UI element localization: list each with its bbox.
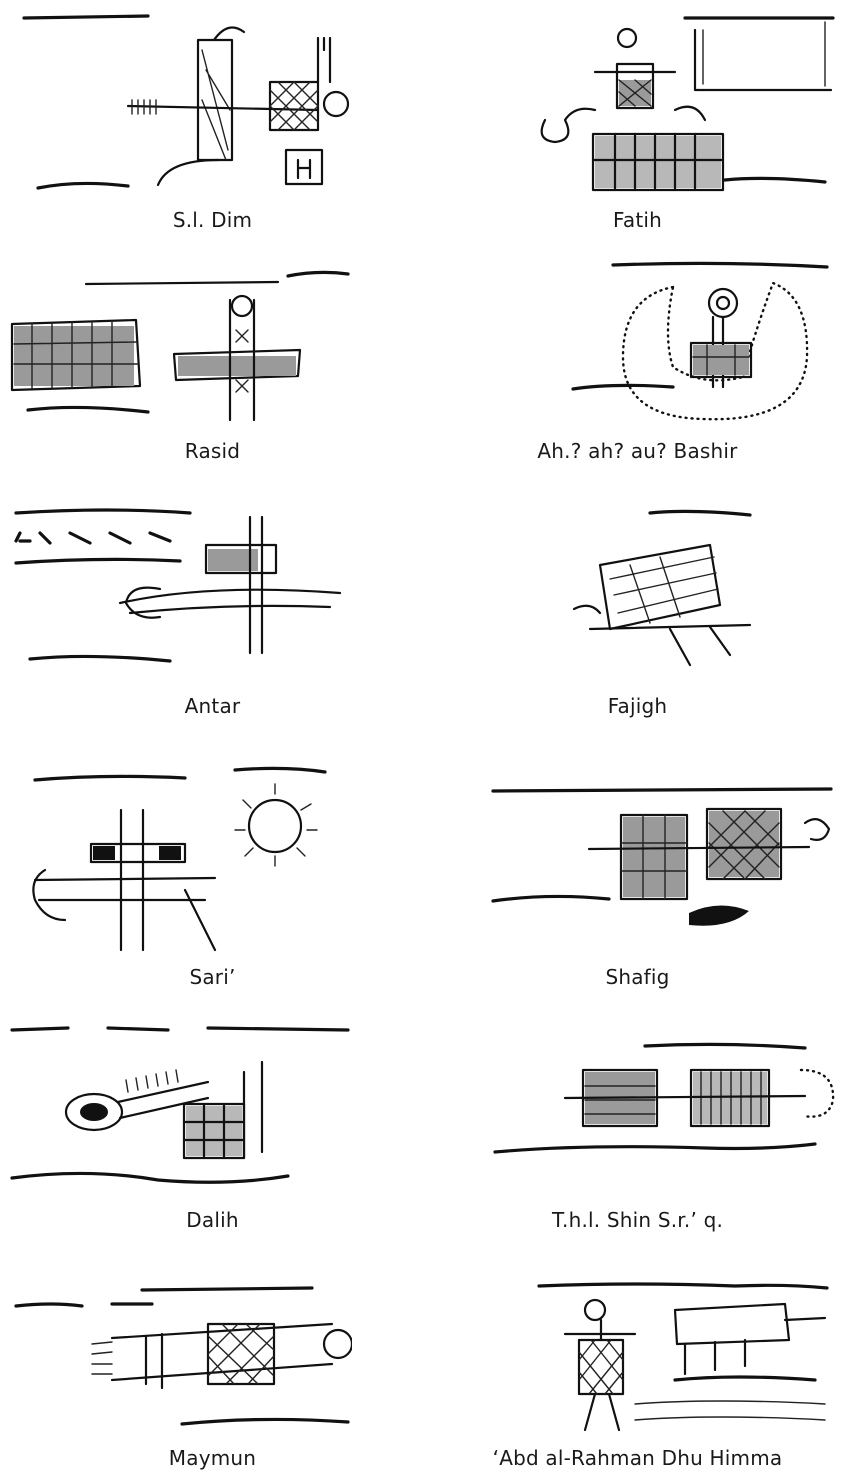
figure-caption: Fatih <box>613 208 662 232</box>
sketch-image <box>18 10 350 200</box>
sketch-drawing <box>571 261 829 421</box>
sketch-image <box>25 760 335 960</box>
sketch-drawing <box>14 508 342 663</box>
sketch-image <box>489 783 835 933</box>
figure-maymun: Maymun <box>0 1240 425 1476</box>
figure-fajigh: Fajigh <box>425 475 850 745</box>
figure-caption: Dalih <box>186 1208 239 1232</box>
figure-sari: Sari’ <box>0 745 425 1000</box>
figure-rasid: Rasid <box>0 245 425 475</box>
figure-caption: Sari’ <box>189 965 236 989</box>
figure-caption: Fajigh <box>607 694 668 718</box>
sketch-drawing <box>572 509 752 667</box>
sketch-drawing <box>10 270 350 422</box>
sketch-drawing <box>491 787 833 926</box>
figure-sl-dim: S.l. Dim <box>0 0 425 245</box>
figure-fatih: Fatih <box>425 0 850 245</box>
sketch-image <box>535 1280 830 1440</box>
figure-caption: T.h.l. Shin S.r.’ q. <box>551 1208 724 1232</box>
sketch-image <box>570 505 770 675</box>
figure-caption: S.l. Dim <box>172 208 253 232</box>
figure-abd-al-rahman: ‘Abd al-Rahman Dhu Himma <box>425 1240 850 1476</box>
figure-caption: Antar <box>184 694 241 718</box>
sketch-image <box>485 1040 840 1180</box>
figure-caption: Maymun <box>168 1446 257 1470</box>
sketch-image <box>8 1022 350 1202</box>
sketch-drawing <box>22 14 350 190</box>
figure-shafig: Shafig <box>425 745 850 1000</box>
sketch-drawing <box>493 1042 835 1154</box>
sketch-drawing <box>14 1286 352 1426</box>
figure-caption: Shafig <box>605 965 670 989</box>
sketch-image <box>10 503 350 683</box>
figure-caption: Ah.? ah? au? Bashir <box>537 439 738 463</box>
figure-dalih: Dalih <box>0 1000 425 1240</box>
sketch-drawing <box>537 1282 829 1432</box>
sketch-drawing <box>10 1026 350 1184</box>
figure-caption: Rasid <box>184 439 241 463</box>
figure-caption: ‘Abd al-Rahman Dhu Himma <box>492 1446 783 1470</box>
figure-bashir: Ah.? ah? au? Bashir <box>425 245 850 475</box>
sketch-drawing <box>32 766 327 952</box>
sketch-drawing <box>540 16 835 192</box>
sketch-image <box>535 10 835 200</box>
figure-thl-shin: T.h.l. Shin S.r.’ q. <box>425 1000 850 1240</box>
sketch-image <box>8 260 350 430</box>
sketch-image <box>473 257 833 427</box>
sketch-image <box>12 1284 352 1439</box>
figure-antar: Antar <box>0 475 425 745</box>
